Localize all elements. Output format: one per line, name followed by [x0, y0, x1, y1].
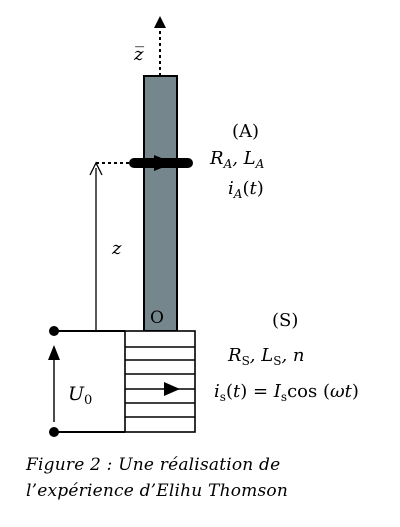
coil-s-box	[124, 330, 196, 433]
top-terminal	[49, 326, 59, 336]
coil-s-current: is(t) = Iscos (ωt)	[214, 381, 359, 404]
coil-s-name: (S)	[272, 310, 298, 331]
caption-line-2: l’expérience d’Elihu Thomson	[26, 481, 289, 501]
coil-a-params: RA, LA	[209, 148, 265, 171]
voltage-label: U0	[68, 383, 92, 408]
coil-a-current-arrowhead	[154, 155, 174, 171]
coil-s-current-arrowhead	[164, 382, 180, 396]
metal-rod	[143, 75, 178, 332]
coil-s-params: RS, LS, n	[227, 345, 304, 368]
voltage-arrowhead	[48, 345, 60, 360]
caption-line-1: Figure 2 : Une réalisation de	[26, 455, 281, 475]
z-axis-label: z̅	[133, 44, 144, 65]
coil-a-name: (A)	[232, 121, 259, 142]
z-axis-arrowhead	[154, 16, 166, 28]
height-arrowhead	[89, 161, 103, 176]
coil-a-current: iA(t)	[228, 178, 264, 201]
origin-label: O	[150, 308, 164, 328]
figure-caption: Figure 2 : Une réalisation de l’expérien…	[26, 452, 386, 504]
height-label: z	[111, 238, 122, 259]
coil-s-windings	[125, 346, 195, 418]
bottom-terminal	[49, 427, 59, 437]
